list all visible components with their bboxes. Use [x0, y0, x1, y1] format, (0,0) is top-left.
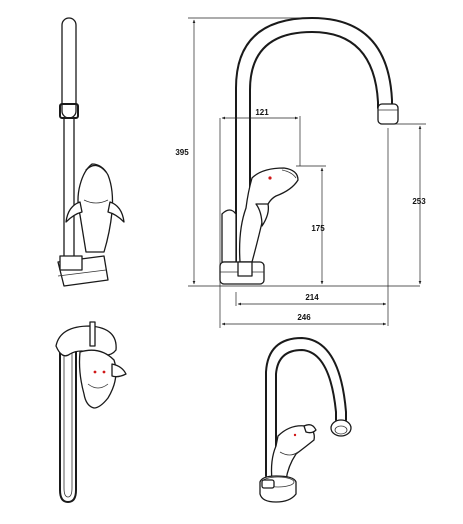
front-view-lever	[221, 209, 237, 263]
front-view-dolphin-fin	[255, 203, 270, 227]
top-view-handle-stick	[89, 321, 96, 347]
dim-label-handle-reach: 121	[255, 108, 269, 117]
front-view-indicator-dot	[268, 176, 272, 180]
dim-label-spout-height: 253	[412, 197, 426, 206]
front-view-spout-tip	[377, 103, 399, 125]
front-view-gooseneck-spout	[235, 17, 393, 271]
dim-label-total-height: 395	[175, 148, 189, 157]
top-view-dolphin-head	[78, 349, 117, 409]
side-view-dolphin-handle	[77, 163, 114, 253]
dim-label-handle-height: 175	[311, 224, 325, 233]
side-view-spout-collar	[59, 103, 79, 119]
top-view-dolphin-fin	[111, 363, 127, 378]
perspective-view-dolphin-handle	[270, 425, 315, 481]
front-view: 395 253 175 121 214 246	[175, 17, 426, 328]
front-view-dolphin-handle	[238, 167, 299, 263]
perspective-view	[259, 337, 352, 503]
perspective-view-gooseneck	[265, 337, 347, 477]
dim-label-spout-reach: 214	[305, 293, 319, 302]
side-view-base-block	[59, 255, 83, 271]
side-view-dolphin-fin-left	[65, 201, 83, 223]
top-view	[55, 321, 127, 503]
top-view-spout-body	[59, 349, 77, 503]
side-view	[57, 17, 125, 287]
dim-label-overall-depth: 246	[297, 313, 311, 322]
side-view-dolphin-fin-right	[107, 201, 125, 223]
